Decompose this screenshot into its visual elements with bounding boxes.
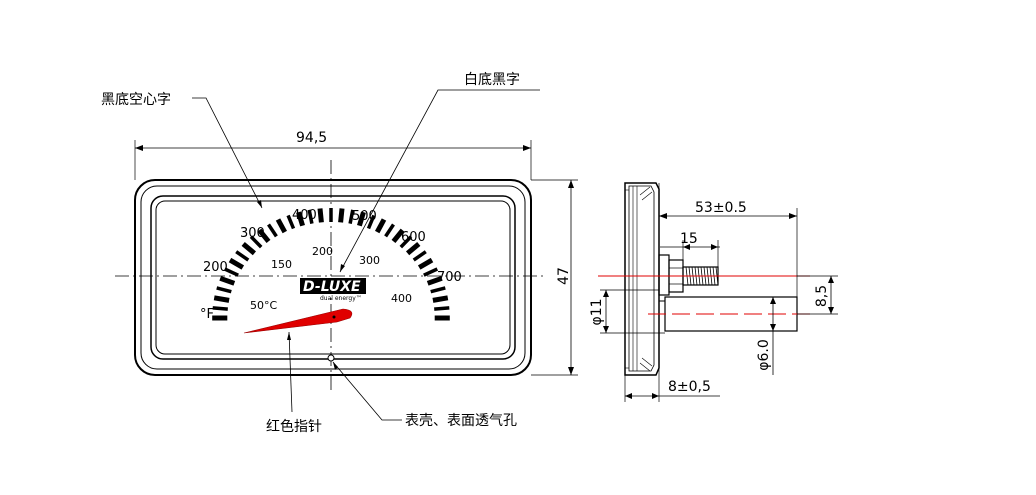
dial-tick bbox=[434, 306, 450, 311]
dim-flange-value: 8±0,5 bbox=[668, 379, 711, 395]
dim-stem-length-value: 53±0.5 bbox=[695, 200, 747, 216]
dial-tick bbox=[412, 250, 427, 262]
dial-tick bbox=[423, 267, 439, 277]
dial-tick bbox=[267, 223, 278, 238]
scale-f-300: 300 bbox=[240, 226, 265, 241]
dial-tick bbox=[228, 257, 245, 270]
scale-f-400: 400 bbox=[292, 208, 317, 223]
dial-tick bbox=[241, 241, 257, 256]
dial-tick bbox=[286, 214, 296, 230]
scale-f-200: 200 bbox=[203, 260, 228, 275]
red-pointer bbox=[243, 308, 353, 334]
dial-tick bbox=[432, 295, 449, 303]
label-white-black-text: 白底黑字 bbox=[464, 72, 520, 88]
leader-vent-hole bbox=[332, 361, 402, 421]
dial-tick bbox=[348, 209, 355, 224]
label-black-hollow-text: 黑底空心字 bbox=[101, 92, 171, 108]
dim-width-value: 94,5 bbox=[296, 130, 327, 146]
scale-c-150: 150 bbox=[271, 258, 292, 271]
label-vent-hole: 表壳、表面透气孔 bbox=[405, 412, 517, 429]
scale-f-700: 700 bbox=[437, 270, 462, 285]
dial-tick bbox=[426, 275, 443, 286]
leader-black-hollow bbox=[192, 97, 263, 209]
dial-tick bbox=[213, 295, 230, 303]
dial-tick bbox=[275, 218, 288, 234]
outer-bezel bbox=[134, 179, 532, 376]
dial-tick bbox=[257, 228, 271, 243]
scale-c-300: 300 bbox=[359, 254, 380, 267]
outer-bezel-inner-edge bbox=[140, 185, 526, 370]
dial-tick bbox=[366, 214, 376, 230]
dial-tick bbox=[212, 306, 228, 311]
dial-face bbox=[155, 200, 511, 355]
label-red-pointer: 红色指针 bbox=[266, 418, 322, 435]
scale-f-500: 500 bbox=[352, 209, 377, 224]
dim-thread-value: 15 bbox=[680, 231, 698, 247]
scale-c-50: 50°C bbox=[250, 299, 277, 312]
dial-tick bbox=[223, 267, 239, 277]
dial-tick bbox=[216, 286, 232, 294]
side-view: 53±0.5 15 8,5 φ11 φ6.0 8±0,5 bbox=[589, 182, 838, 402]
dial-tick bbox=[384, 223, 395, 238]
brand-tagline: dual energy™ bbox=[320, 295, 362, 302]
dial-tick bbox=[374, 218, 387, 234]
vent-hole bbox=[327, 354, 335, 362]
scale-c-200: 200 bbox=[312, 245, 333, 258]
dim-height-value: 47 bbox=[556, 267, 572, 285]
scale-f-600: 600 bbox=[401, 230, 426, 245]
dial-tick bbox=[357, 211, 366, 227]
dim-stem-dia-value: φ6.0 bbox=[756, 339, 772, 371]
dial-tick-marks bbox=[212, 208, 450, 321]
brand-name: D-LUXE bbox=[303, 279, 361, 295]
dial-tick bbox=[391, 228, 405, 243]
scale-c-400: 400 bbox=[391, 292, 412, 305]
hex-nut bbox=[658, 254, 670, 296]
front-view: 200 300 400 500 600 700 50°C 150 200 300… bbox=[101, 72, 578, 435]
dial-tick bbox=[296, 211, 305, 227]
dial-tick bbox=[405, 241, 421, 256]
dial-tick bbox=[430, 286, 446, 294]
dial-tick bbox=[219, 275, 236, 286]
dial-tick bbox=[307, 209, 314, 224]
dial-tick bbox=[317, 208, 324, 223]
unit-fahrenheit: °F bbox=[200, 307, 214, 322]
dim-body-dia-value: φ11 bbox=[589, 298, 605, 325]
dim-offset-value: 8,5 bbox=[814, 285, 830, 307]
leader-white-black bbox=[339, 89, 540, 273]
dial-tick bbox=[417, 257, 434, 270]
brand-logo: D-LUXE dual energy™ bbox=[300, 278, 366, 302]
dial-tick bbox=[399, 235, 413, 249]
leader-red-pointer bbox=[288, 331, 293, 413]
dial-tick bbox=[338, 208, 345, 223]
dial-tick bbox=[235, 250, 250, 262]
dial-tick bbox=[249, 235, 263, 249]
